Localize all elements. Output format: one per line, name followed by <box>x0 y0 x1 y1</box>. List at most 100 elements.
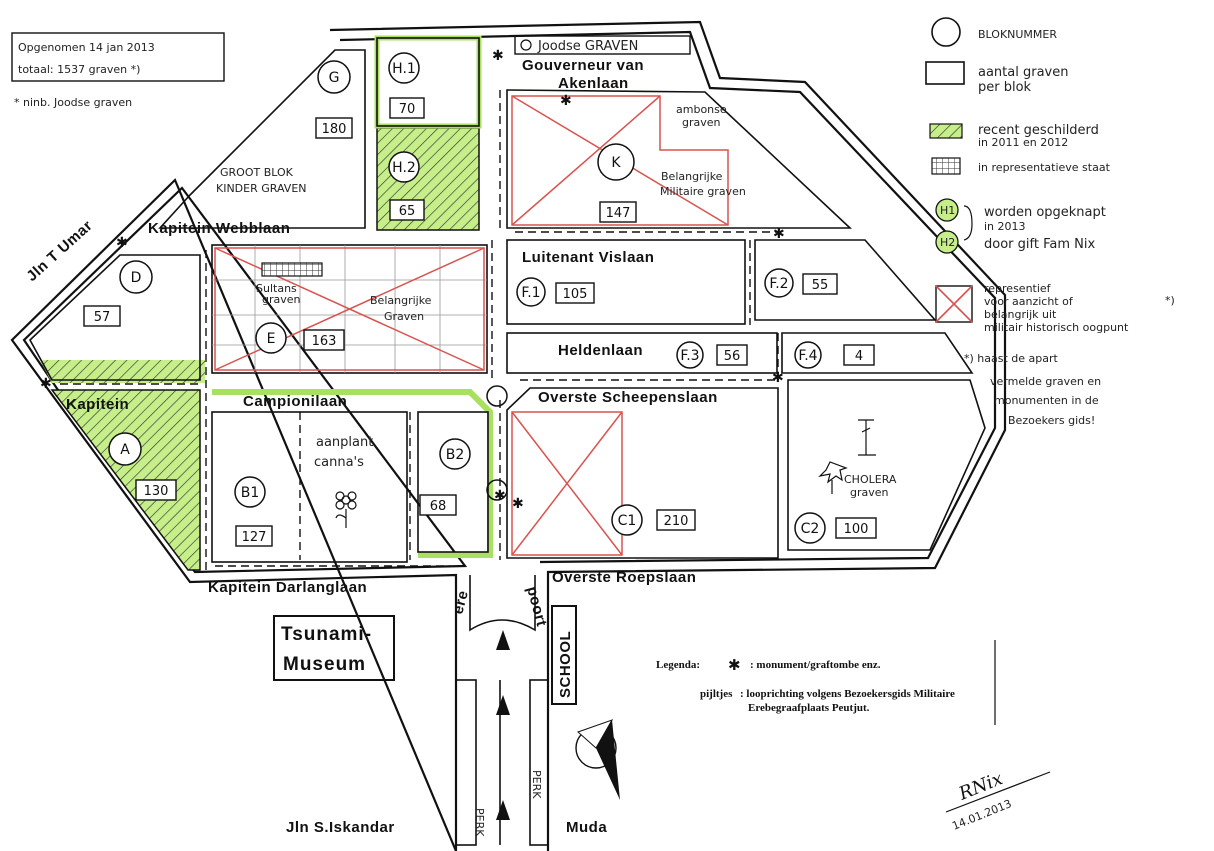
pijltjes-text-2: Erebegraafplaats Peutjut. <box>748 702 870 714</box>
svg-text:✱: ✱ <box>494 488 506 504</box>
block-number: B1 <box>241 485 260 501</box>
block-number-circle <box>234 476 266 508</box>
block-e-highlight <box>212 245 487 373</box>
cholera-1: CHOLERA <box>844 473 897 486</box>
grave-count-box <box>235 525 273 547</box>
street-helden: Heldenlaan <box>558 342 643 359</box>
block-c1-highlight <box>511 411 623 556</box>
block-number: F.2 <box>769 276 788 292</box>
svg-text:*): *) <box>1165 294 1175 307</box>
block-number: G <box>329 70 340 86</box>
grave-count: 55 <box>812 278 829 293</box>
grave-count: 180 <box>322 122 347 137</box>
block-b2: B2 68 <box>419 438 471 516</box>
recorded-date: Opgenomen 14 jan 2013 <box>18 41 155 54</box>
block-number-circle <box>516 277 546 307</box>
inner-roundabout <box>486 479 508 501</box>
svg-text:✱: ✱ <box>116 235 128 251</box>
block-number: F.3 <box>680 348 699 364</box>
grave-count: 57 <box>94 310 111 325</box>
grave-count: 105 <box>563 287 588 302</box>
svg-text:✱: ✱ <box>512 496 524 512</box>
block-f2: F.2 55 <box>764 268 838 298</box>
grave-count: 70 <box>399 102 416 117</box>
grave-count-box <box>303 329 345 351</box>
svg-text:✱: ✱ <box>492 48 504 64</box>
block-number-circle <box>439 438 471 470</box>
block-number-circle <box>676 341 704 369</box>
svg-text:✱: ✱ <box>728 656 741 674</box>
block-number: D <box>131 270 142 286</box>
svg-text:Tsunami-: Tsunami- <box>281 624 372 645</box>
poort-label: poort <box>523 585 550 629</box>
street-roeps: Overste Roepslaan <box>552 569 696 586</box>
sultans-2: graven <box>262 293 301 306</box>
bel-e-2: Graven <box>384 310 424 323</box>
legend-opgeknapt-1: worden opgeknapt <box>984 205 1106 220</box>
central-roundabout <box>486 385 508 407</box>
tree-icon <box>818 419 876 494</box>
block-h2: H.265 <box>388 151 425 221</box>
svg-text:Joodse GRAVEN: Joodse GRAVEN <box>537 39 638 54</box>
legend-repr-state: in representatieve staat <box>978 161 1111 174</box>
grave-count: 100 <box>844 522 869 537</box>
legend-foot-4: Bezoekers gids! <box>1008 414 1095 427</box>
block-f3: F.3 56 <box>676 341 748 369</box>
grave-count-box <box>389 199 425 221</box>
perk-left: PERK <box>473 808 486 837</box>
grave-count-box <box>555 282 595 304</box>
street-umar: Jln T Umar <box>23 217 96 285</box>
grave-count-box <box>656 509 696 531</box>
block-outlines <box>29 37 986 563</box>
svg-text:H1: H1 <box>940 204 955 217</box>
grave-count: 68 <box>430 499 447 514</box>
street-gouverneur-1: Gouverneur van <box>522 57 644 74</box>
school: SCHOOL <box>551 605 577 705</box>
compass-icon <box>575 719 620 800</box>
grave-count-box <box>389 97 425 119</box>
block-number: H.1 <box>392 61 416 77</box>
block-number-circle <box>388 52 420 84</box>
grave-count-box <box>315 117 353 139</box>
svg-text:✱: ✱ <box>560 93 572 109</box>
canna-1: aanplant <box>316 435 373 450</box>
block-number-circle <box>108 432 142 466</box>
legend-red-x-icon <box>935 285 973 323</box>
grave-count: 163 <box>312 334 337 349</box>
jewish-graves-label: Joodse GRAVEN <box>514 35 691 55</box>
monument-stars: ✱ ✱ ✱ ✱ ✱ ✱ ✱ ✱ <box>40 48 785 512</box>
block-number-circle <box>119 260 153 294</box>
flower-icon <box>335 491 357 528</box>
svg-text:✱: ✱ <box>773 226 785 242</box>
street-scheepens: Overste Scheepenslaan <box>538 389 718 406</box>
groot-blok-2: KINDER GRAVEN <box>216 182 307 195</box>
block-e: E 163 <box>255 322 345 354</box>
block-number: C2 <box>801 521 820 537</box>
block-h1: H.1 70 <box>388 52 425 119</box>
legend-recent-2: in 2011 en 2012 <box>978 136 1068 149</box>
block-number-circle <box>611 504 643 536</box>
tsunami-museum: Tsunami- Museum <box>273 615 395 681</box>
svg-text:representief: representief <box>984 282 1052 295</box>
grave-count: 65 <box>399 204 416 219</box>
block-notes: GROOT BLOK KINDER GRAVEN ambonse graven … <box>216 103 897 499</box>
grave-count: 130 <box>144 484 169 499</box>
block-number-circle <box>794 512 826 544</box>
jewish-note: * ninb. Joodse graven <box>14 96 132 109</box>
legend-aantal-2: per blok <box>978 80 1032 95</box>
grave-count-box <box>835 517 877 539</box>
block-number-circle <box>317 60 351 94</box>
grave-count-box <box>802 273 838 295</box>
grave-count: 56 <box>724 349 741 364</box>
block-number: B2 <box>446 447 465 463</box>
signature-name: RNix <box>955 768 1006 805</box>
legend-aantal-1: aantal graven <box>978 65 1068 80</box>
legenda-text: : monument/graftombe enz. <box>750 659 881 671</box>
header-note: Opgenomen 14 jan 2013 totaal: 1537 grave… <box>11 32 225 109</box>
block-number: E <box>267 331 276 347</box>
grave-count-box <box>716 344 748 366</box>
